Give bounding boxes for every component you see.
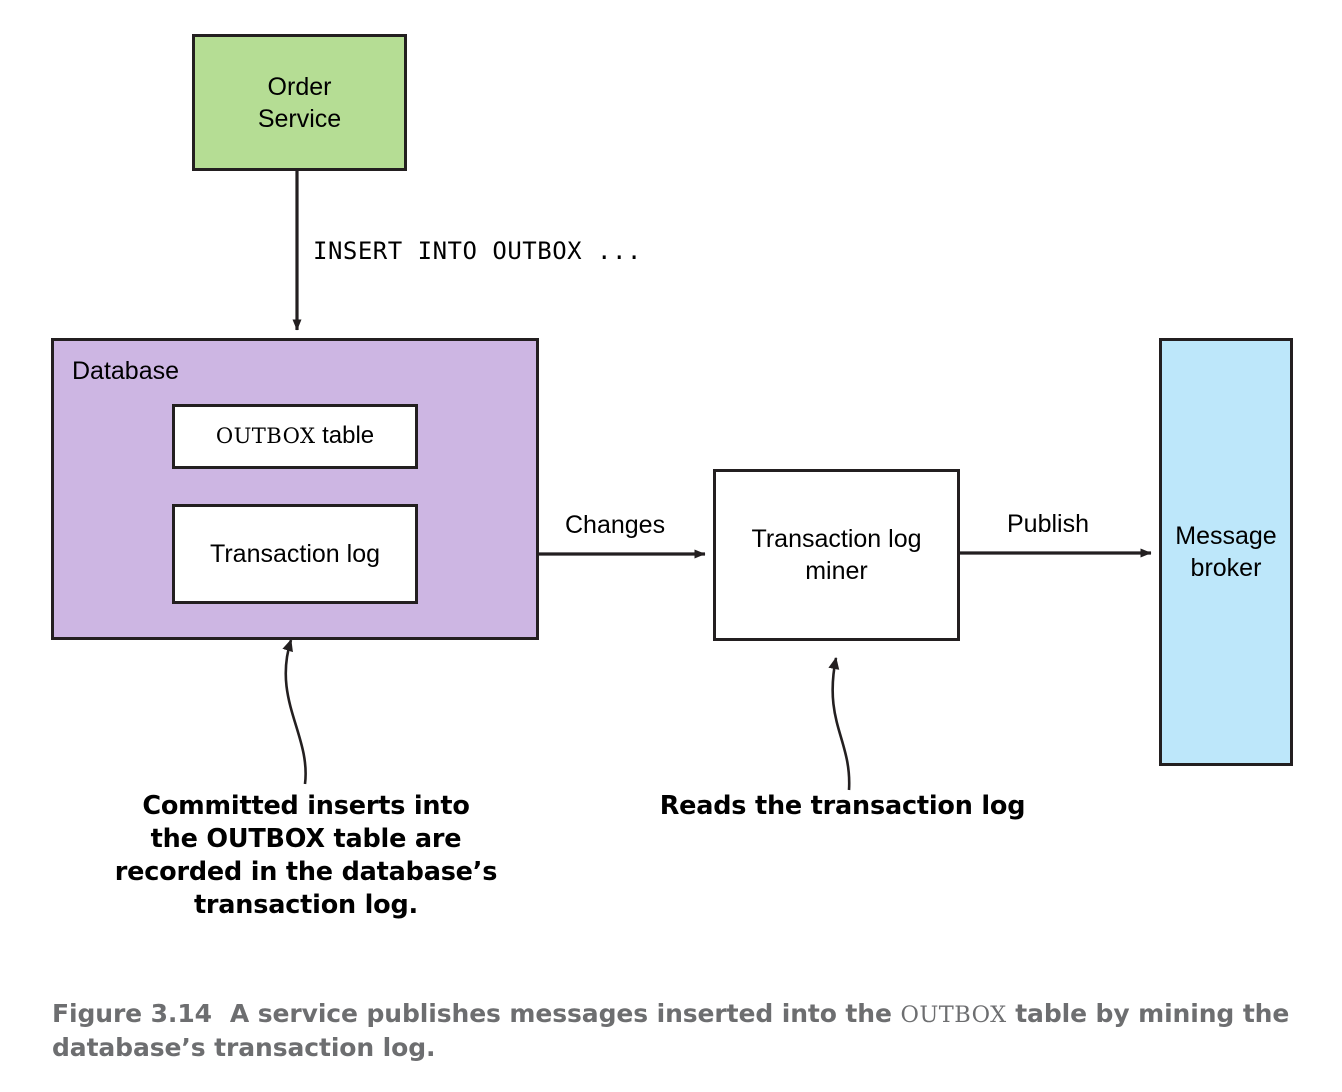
outbox-table-mono-text: OUTBOX	[215, 423, 316, 449]
node-transaction-log-label: Transaction log	[210, 540, 380, 568]
node-order-service-label: Order Service	[257, 72, 342, 133]
outbox-table-rest-text: table	[315, 422, 375, 450]
figure-caption-text-after: table by mining the database’s transacti…	[52, 999, 1290, 1062]
node-database-label: Database	[72, 357, 180, 385]
node-message-broker-label: Message broker	[1175, 522, 1277, 582]
leader-reads-log	[828, 657, 851, 791]
figure-caption-number: Figure 3.14	[52, 999, 212, 1028]
figure-caption: Figure 3.14 A service publishes messages …	[52, 997, 1292, 1065]
figure-caption-mono-outbox: OUTBOX	[900, 1002, 1007, 1028]
node-order-service: Order Service	[192, 34, 407, 171]
leader-committed-inserts	[282, 639, 307, 785]
edge-label-insert-into-outbox: INSERT INTO OUTBOX ...	[313, 237, 642, 265]
node-message-broker: Message broker	[1159, 338, 1293, 766]
callout-reads-transaction-log: Reads the transaction log	[659, 791, 1026, 821]
node-outbox-table-label: OUTBOX table	[216, 421, 374, 452]
edge-label-changes: Changes	[565, 511, 666, 539]
node-transaction-log-miner-label: Transaction log miner	[751, 525, 922, 585]
figure-caption-text-before: A service publishes messages inserted in…	[229, 999, 901, 1028]
node-outbox-table: OUTBOX table	[172, 404, 418, 469]
callout-committed-inserts: Committed inserts into the OUTBOX table …	[114, 791, 498, 921]
node-transaction-log: Transaction log	[172, 504, 418, 604]
edge-label-publish: Publish	[1007, 510, 1089, 538]
node-transaction-log-miner: Transaction log miner	[713, 469, 960, 641]
